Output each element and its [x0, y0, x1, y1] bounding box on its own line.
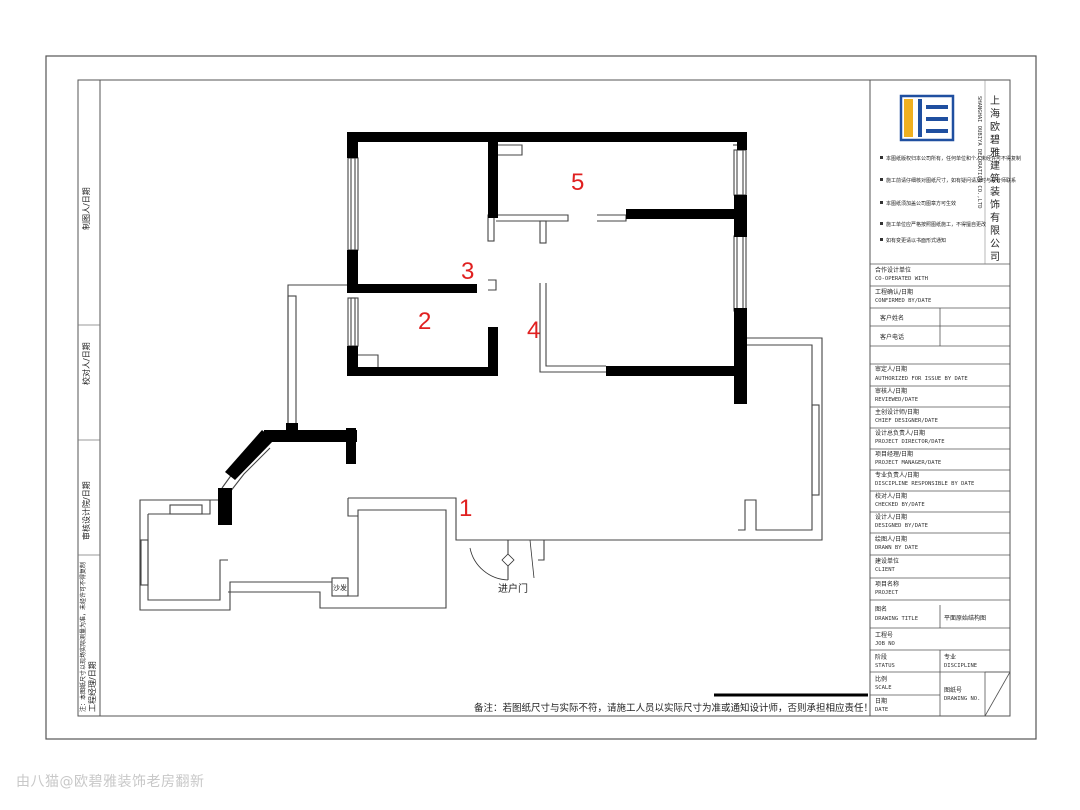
company-name: 上 海 欧 碧 雅 建 筑 装 饰 有 限 公 司 — [990, 95, 1000, 263]
svg-text:主创设计师/日期: 主创设计师/日期 — [875, 408, 919, 416]
svg-text:DATE: DATE — [875, 707, 888, 713]
left-strip: 制图人/日期 校对人/日期 审核设计院/日期 工程经理/日期 注：本图纸尺寸以现… — [78, 80, 101, 716]
svg-text:公: 公 — [990, 239, 1000, 250]
room-label-1: 1 — [459, 495, 472, 522]
svg-text:阶段: 阶段 — [875, 653, 887, 661]
svg-text:DISCIPLINE RESPONSIBLE BY DATE: DISCIPLINE RESPONSIBLE BY DATE — [875, 481, 974, 487]
svg-text:比例: 比例 — [875, 675, 887, 683]
svg-text:客户姓名: 客户姓名 — [880, 314, 904, 322]
svg-text:施工单位应严格按照图纸施工，不得擅自更改: 施工单位应严格按照图纸施工，不得擅自更改 — [886, 221, 986, 228]
svg-text:设计总负责人/日期: 设计总负责人/日期 — [875, 429, 925, 437]
left-strip-field: 校对人/日期 — [81, 342, 91, 385]
svg-text:平面原始结构图: 平面原始结构图 — [944, 614, 986, 622]
svg-text:PROJECT: PROJECT — [875, 590, 899, 596]
svg-text:客户电话: 客户电话 — [880, 333, 904, 341]
svg-text:审定人/日期: 审定人/日期 — [875, 365, 907, 373]
svg-text:雅: 雅 — [990, 146, 1000, 159]
svg-text:DISCIPLINE: DISCIPLINE — [944, 663, 977, 669]
room-label-3: 3 — [461, 258, 474, 285]
svg-text:上: 上 — [990, 95, 1000, 107]
room-label-2: 2 — [418, 308, 431, 335]
svg-text:CLIENT: CLIENT — [875, 567, 896, 573]
svg-text:DRAWING NO.: DRAWING NO. — [944, 696, 980, 702]
svg-text:SCALE: SCALE — [875, 685, 892, 691]
left-strip-field: 审核设计院/日期 — [81, 481, 91, 540]
title-block-grid — [870, 285, 1011, 717]
small-label: 沙发 — [333, 583, 347, 592]
svg-text:本图纸版权归本公司所有，任何单位和个人未经许可不得复制: 本图纸版权归本公司所有，任何单位和个人未经许可不得复制 — [886, 155, 1021, 162]
svg-text:绘图人/日期: 绘图人/日期 — [875, 535, 907, 543]
svg-text:图名: 图名 — [875, 605, 887, 613]
svg-text:DRAWING TITLE: DRAWING TITLE — [875, 616, 918, 622]
title-block-rows: 合作设计单位 CO-OPERATED WITH 工程确认/日期 CONFIRME… — [875, 266, 986, 713]
svg-text:施工前请仔细核对图纸尺寸，如有疑问请及时与设计师联系: 施工前请仔细核对图纸尺寸，如有疑问请及时与设计师联系 — [886, 177, 1016, 184]
svg-text:CHECKED BY/DATE: CHECKED BY/DATE — [875, 502, 925, 508]
svg-text:REVIEWED/DATE: REVIEWED/DATE — [875, 397, 918, 403]
entry-door-label: 进户门 — [498, 582, 528, 595]
left-strip-field: 工程经理/日期 — [87, 661, 97, 712]
svg-text:限: 限 — [990, 225, 1000, 237]
svg-text:校对人/日期: 校对人/日期 — [875, 492, 907, 500]
svg-text:欧: 欧 — [990, 121, 1000, 133]
footer-note: 备注：若图纸尺寸与实际不符，请施工人员以实际尺寸为准或通知设计师，否则承担相应责… — [474, 702, 873, 714]
room-label-4: 4 — [527, 317, 540, 344]
svg-text:AUTHORIZED FOR ISSUE BY DATE: AUTHORIZED FOR ISSUE BY DATE — [875, 376, 968, 382]
svg-text:JOB NO: JOB NO — [875, 641, 895, 647]
svg-text:饰: 饰 — [990, 198, 1000, 211]
svg-text:DESIGNED BY/DATE: DESIGNED BY/DATE — [875, 523, 928, 529]
company-logo — [899, 94, 955, 142]
svg-text:CONFIRMED BY/DATE: CONFIRMED BY/DATE — [875, 298, 931, 304]
svg-text:CO-OPERATED WITH: CO-OPERATED WITH — [875, 276, 928, 282]
svg-text:日期: 日期 — [875, 697, 887, 705]
svg-text:PROJECT MANAGER/DATE: PROJECT MANAGER/DATE — [875, 460, 941, 466]
svg-text:工程确认/日期: 工程确认/日期 — [875, 288, 913, 296]
svg-text:DRAWN BY DATE: DRAWN BY DATE — [875, 545, 918, 551]
company-notes: 本图纸版权归本公司所有，任何单位和个人未经许可不得复制 施工前请仔细核对图纸尺寸… — [880, 155, 1021, 244]
left-strip-field: 注：本图纸尺寸以现场实际测量为准，未经许可不得复制 — [79, 562, 87, 712]
svg-text:司: 司 — [990, 252, 1000, 263]
left-strip-field: 制图人/日期 — [81, 187, 91, 230]
svg-text:项目经理/日期: 项目经理/日期 — [875, 450, 913, 458]
watermark: 由八猫@欧碧雅装饰老房翻新 — [16, 774, 205, 790]
room-label-5: 5 — [571, 169, 584, 196]
svg-text:装: 装 — [990, 185, 1000, 198]
svg-text:海: 海 — [990, 107, 1000, 120]
svg-text:专业: 专业 — [944, 653, 956, 661]
svg-text:图纸号: 图纸号 — [944, 686, 962, 694]
svg-text:项目名称: 项目名称 — [875, 580, 899, 588]
sheet-border — [45, 55, 1037, 740]
svg-text:STATUS: STATUS — [875, 663, 895, 669]
company-name-english: SHANGHAI OUBIYA DECORATION CO.,LTD — [976, 96, 982, 209]
svg-text:筑: 筑 — [990, 172, 1000, 185]
svg-text:PROJECT DIRECTOR/DATE: PROJECT DIRECTOR/DATE — [875, 439, 945, 445]
svg-text:设计人/日期: 设计人/日期 — [875, 513, 907, 521]
svg-text:本图纸须加盖公司图章方可生效: 本图纸须加盖公司图章方可生效 — [886, 200, 956, 207]
svg-text:审核人/日期: 审核人/日期 — [875, 387, 907, 395]
floor-plan: 进户门 沙发 1 2 3 4 5 — [139, 132, 823, 611]
svg-text:合作设计单位: 合作设计单位 — [875, 266, 911, 274]
svg-text:建: 建 — [990, 159, 1000, 172]
inner-border — [77, 79, 1011, 717]
svg-text:碧: 碧 — [990, 134, 1000, 146]
svg-text:专业负责人/日期: 专业负责人/日期 — [875, 471, 919, 479]
svg-text:建设单位: 建设单位 — [875, 557, 899, 565]
structural-walls — [218, 132, 747, 525]
svg-text:有: 有 — [990, 211, 1000, 224]
svg-text:如有变更请以书面形式通知: 如有变更请以书面形式通知 — [886, 237, 946, 244]
svg-text:工程号: 工程号 — [875, 631, 893, 639]
svg-text:CHIEF DESIGNER/DATE: CHIEF DESIGNER/DATE — [875, 418, 938, 424]
entry-door — [469, 539, 535, 581]
title-block: 上 海 欧 碧 雅 建 筑 装 饰 有 限 公 司 SHANGHAI OUBIY… — [869, 80, 1021, 717]
